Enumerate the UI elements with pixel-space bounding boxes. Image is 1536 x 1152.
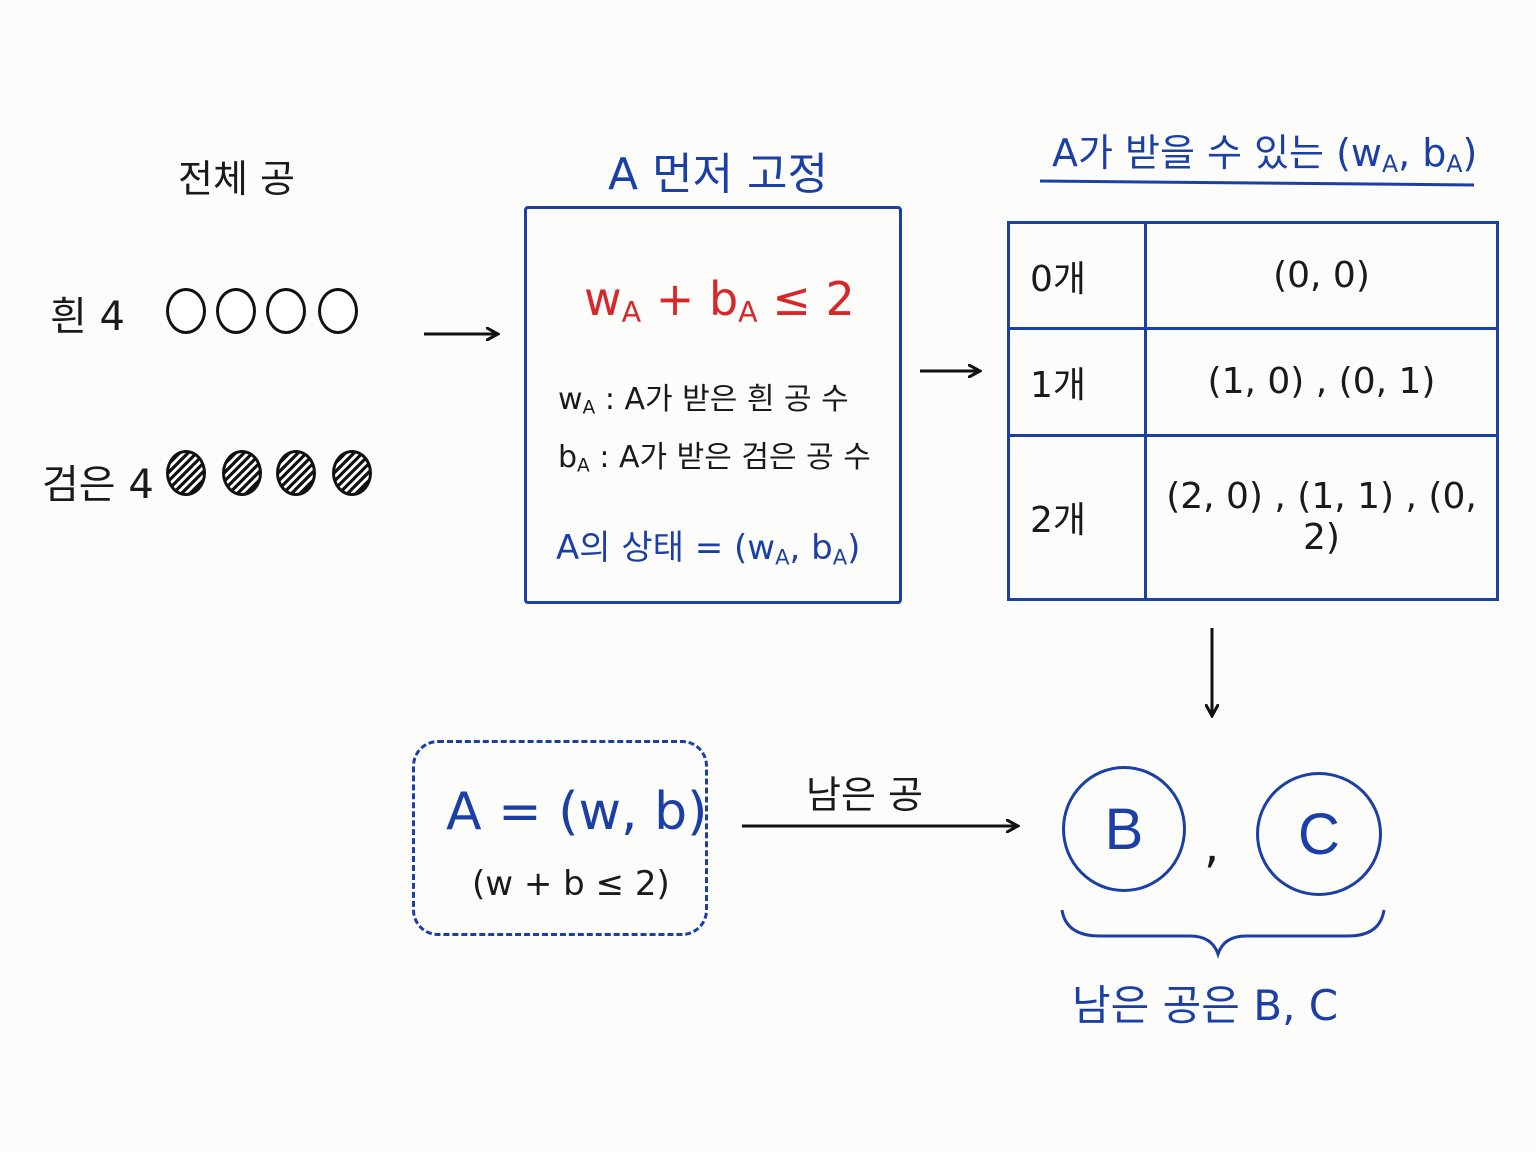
constraint-formula: wA + bA ≤ 2 xyxy=(584,272,855,329)
white-ball xyxy=(318,288,358,334)
row-count: 1개 xyxy=(1007,327,1147,437)
remaining-balls-label: 남은 공 xyxy=(806,773,923,817)
state-sub-b: A xyxy=(832,544,848,570)
a-state-box xyxy=(412,740,708,936)
black-ball xyxy=(222,450,262,496)
curly-brace xyxy=(1060,909,1386,959)
row-pairs: (1, 0) , (0, 1) xyxy=(1144,327,1499,437)
table-heading-mid: , b xyxy=(1398,131,1447,175)
row-count: 2개 xyxy=(1007,433,1147,602)
constraint-plus: + xyxy=(641,272,709,326)
constraint-relation: ≤ 2 xyxy=(757,272,855,326)
constraint-w-sub: A xyxy=(621,296,642,330)
fix-a-heading: A 먼저 고정 xyxy=(608,149,828,200)
player-c-circle: C xyxy=(1256,772,1382,896)
white-ball xyxy=(166,288,206,334)
a-state-definition: A의 상태 = (wA, bA) xyxy=(556,520,860,569)
player-separator: , xyxy=(1204,818,1220,874)
black-ball xyxy=(166,450,206,496)
state-suffix: ) xyxy=(847,528,861,568)
state-sub-w: A xyxy=(775,544,790,570)
outcome-table: 0개 (0, 0) 1개 (1, 0) , (0, 1) 2개 (2, 0) ,… xyxy=(1007,220,1499,602)
table-heading-sub-b: A xyxy=(1446,149,1463,178)
white-ball xyxy=(216,288,256,334)
a-state-formula: A = (w, b) xyxy=(446,782,708,842)
brace-caption: 남은 공은 B, C xyxy=(1072,981,1339,1030)
table-heading-underline xyxy=(1039,179,1475,187)
row-count: 0개 xyxy=(1007,220,1147,331)
total-balls-heading: 전체 공 xyxy=(178,157,295,201)
outcome-table-heading: A가 받을 수 있는 (wA, bA) xyxy=(1052,122,1477,178)
table-row: 2개 (2, 0) , (1, 1) , (0, 2) xyxy=(1007,433,1499,602)
table-heading-prefix: A가 받을 수 있는 (w xyxy=(1052,131,1382,175)
constraint-b: b xyxy=(708,272,739,326)
definition-w-var: w xyxy=(558,382,583,417)
definition-w-text: : A가 받은 흰 공 수 xyxy=(595,382,849,417)
table-row: 0개 (0, 0) xyxy=(1007,220,1499,331)
row-pairs: (2, 0) , (1, 1) , (0, 2) xyxy=(1144,433,1499,602)
definition-w-sub: A xyxy=(582,397,596,419)
black-ball xyxy=(332,450,372,496)
fix-a-box xyxy=(524,206,902,604)
white-ball xyxy=(266,288,306,334)
definition-b-sub: A xyxy=(577,455,590,477)
black-ball xyxy=(276,450,316,496)
constraint-w: w xyxy=(584,272,622,326)
table-row: 1개 (1, 0) , (0, 1) xyxy=(1007,327,1499,437)
state-mid: , b xyxy=(789,528,833,568)
black-count-label: 검은 4 xyxy=(42,462,154,508)
white-count-label: 흰 4 xyxy=(50,294,125,340)
row-pairs: (0, 0) xyxy=(1144,220,1499,331)
constraint-b-sub: A xyxy=(738,296,758,330)
a-state-condition: (w + b ≤ 2) xyxy=(472,864,670,904)
player-b-circle: B xyxy=(1062,766,1186,892)
definition-b-text: : A가 받은 검은 공 수 xyxy=(589,440,871,475)
definition-b: bA : A가 받은 검은 공 수 xyxy=(558,432,871,477)
definition-b-var: b xyxy=(558,440,578,475)
table-heading-sub-w: A xyxy=(1381,149,1399,178)
table-heading-suffix: ) xyxy=(1462,131,1478,175)
state-prefix: A의 상태 = (w xyxy=(556,528,776,568)
definition-w: wA : A가 받은 흰 공 수 xyxy=(558,374,849,419)
